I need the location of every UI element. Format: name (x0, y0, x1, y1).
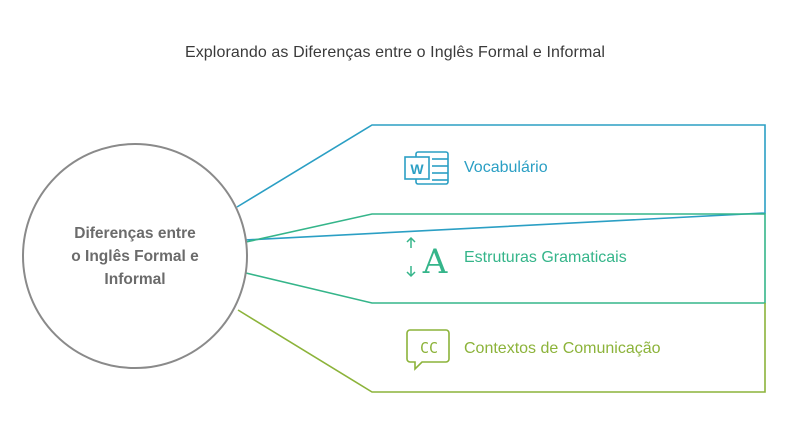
svg-text:A: A (422, 242, 448, 282)
center-label-line-3: Informal (104, 271, 166, 288)
branch-label-vocabulario: Vocabulário (464, 159, 548, 176)
center-circle (22, 143, 248, 369)
branch-connector-3 (237, 303, 766, 393)
branch-label-estruturas: Estruturas Gramaticais (464, 249, 627, 266)
branch-label-contextos: Contextos de Comunicação (464, 340, 661, 357)
center-label-line-1: Diferenças entre (74, 225, 196, 242)
diagram-title: Explorando as Diferenças entre o Inglês … (184, 44, 606, 61)
branch-estruturas (245, 213, 766, 304)
center-topic-label: Diferenças entre o Inglês Formal e Infor… (40, 222, 230, 291)
svg-text:W: W (410, 161, 424, 177)
branch-vocabulario (236, 124, 766, 241)
center-label-line-2: o Inglês Formal e (71, 248, 199, 265)
svg-text:CC: CC (420, 339, 438, 357)
branch-contextos (237, 303, 766, 393)
text-size-icon: A (406, 236, 448, 282)
closed-caption-icon: CC (406, 329, 450, 371)
word-document-icon: W (404, 151, 449, 185)
branch-connector-2 (245, 213, 766, 304)
branch-connector-1 (236, 124, 766, 241)
